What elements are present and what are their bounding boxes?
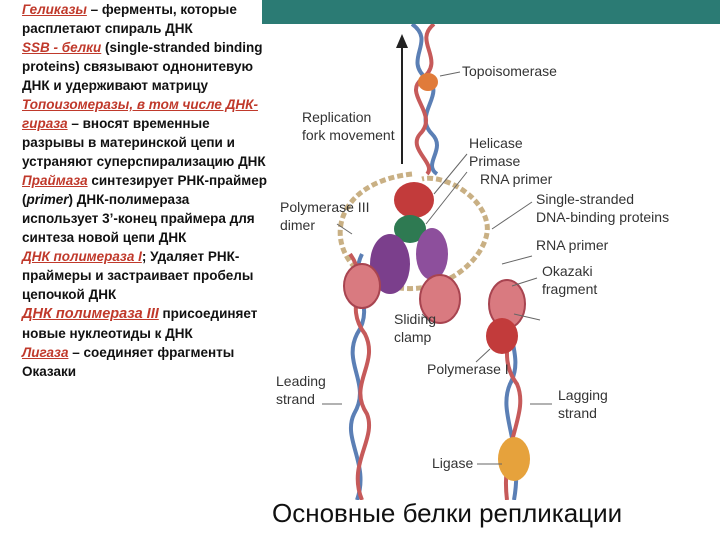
label-dna-binding-proteins: DNA-binding proteins [536, 209, 669, 225]
primase-term: Праймаза [22, 173, 88, 188]
ligase-desc: – соединяет фрагменты Оказаки [22, 345, 235, 379]
topoisomerase-shape [418, 73, 438, 91]
ligase-paragraph: Лигаза – соединяет фрагменты Оказаки [22, 343, 268, 381]
ligase-term: Лигаза [22, 345, 69, 360]
label-helicase: Helicase [469, 135, 523, 151]
primase-desc1: синтезирует РНК-праймер ( [22, 173, 267, 207]
topo-desc: – вносят временные разрывы в материнской… [22, 116, 266, 169]
label-rna-primer: RNA primer [536, 237, 609, 253]
primase-desc2: ) ДНК-полимераза использует 3’-конец пра… [22, 192, 255, 245]
description-text: Геликазы – ферменты, которые расплетают … [22, 0, 268, 381]
label-rna-primer-top: RNA primer [480, 171, 553, 187]
label-lagging-strand: strand [558, 405, 597, 421]
leader-lines [322, 153, 552, 465]
ssb-term: SSB - белки [22, 40, 102, 55]
figure-caption: Основные белки репликации [272, 498, 623, 528]
label-replication: Replication [302, 109, 371, 125]
helicase-paragraph: Геликазы – ферменты, которые расплетают … [22, 0, 268, 38]
helicase-desc: – ферменты, которые расплетают спираль Д… [22, 2, 237, 36]
label-polymerase-iii: Polymerase III [280, 199, 369, 215]
label-primase: Primase [469, 153, 521, 169]
pol1-paragraph: ДНК полимераза I; Удаляет РНК-праймеры и… [22, 247, 268, 304]
label-sliding: Sliding [394, 311, 436, 327]
helicase-term: Геликазы [22, 2, 87, 17]
pol3-paragraph: ДНК полимераза III присоединяет новые ну… [22, 304, 268, 343]
label-lagging: Lagging [558, 387, 608, 403]
helicase-shape [394, 182, 434, 218]
sliding-clamp-left [343, 263, 381, 309]
ligase-shape [498, 437, 530, 481]
top-band [262, 0, 720, 24]
pol3-desc: присоединяет новые нуклеотиды к ДНК [22, 306, 258, 341]
parent-strand-blue [410, 24, 439, 176]
polymerase-i-shape [486, 318, 518, 354]
label-leading-strand: strand [276, 391, 315, 407]
fork-arrowhead-icon [396, 34, 408, 48]
label-clamp: clamp [394, 329, 432, 345]
label-fragment: fragment [542, 281, 597, 297]
primer-word: primer [26, 192, 69, 207]
pol1-term: ДНК полимераза I [22, 249, 142, 264]
label-fork-movement: fork movement [302, 127, 395, 143]
sliding-clamp-right [419, 274, 461, 324]
label-single-stranded: Single-stranded [536, 191, 634, 207]
pol3-term: ДНК полимераза III [22, 306, 159, 322]
ssb-desc: (single-stranded binding proteins) связы… [22, 40, 263, 93]
topo-term: Топоизомеразы, в том числе ДНК-гираза [22, 97, 258, 131]
parent-strand-red [414, 24, 436, 176]
primase-paragraph: Праймаза синтезирует РНК-праймер (primer… [22, 171, 268, 247]
label-dimer: dimer [280, 217, 315, 233]
topo-paragraph: Топоизомеразы, в том числе ДНК-гираза – … [22, 95, 268, 171]
label-polymerase-i: Polymerase I [427, 361, 509, 377]
topo-leader [439, 71, 461, 77]
replication-fork-figure: Topoisomerase Replication fork movement … [276, 24, 669, 500]
ssb-paragraph: SSB - белки (single-stranded binding pro… [22, 38, 268, 95]
label-okazaki: Okazaki [542, 263, 593, 279]
label-ligase: Ligase [432, 455, 473, 471]
primase-shape [394, 215, 426, 243]
label-leading: Leading [276, 373, 326, 389]
polymerase-iii-right [416, 228, 448, 280]
pol1-desc: ; Удаляет РНК-праймеры и застраивает про… [22, 249, 254, 302]
label-topoisomerase: Topoisomerase [462, 63, 557, 79]
